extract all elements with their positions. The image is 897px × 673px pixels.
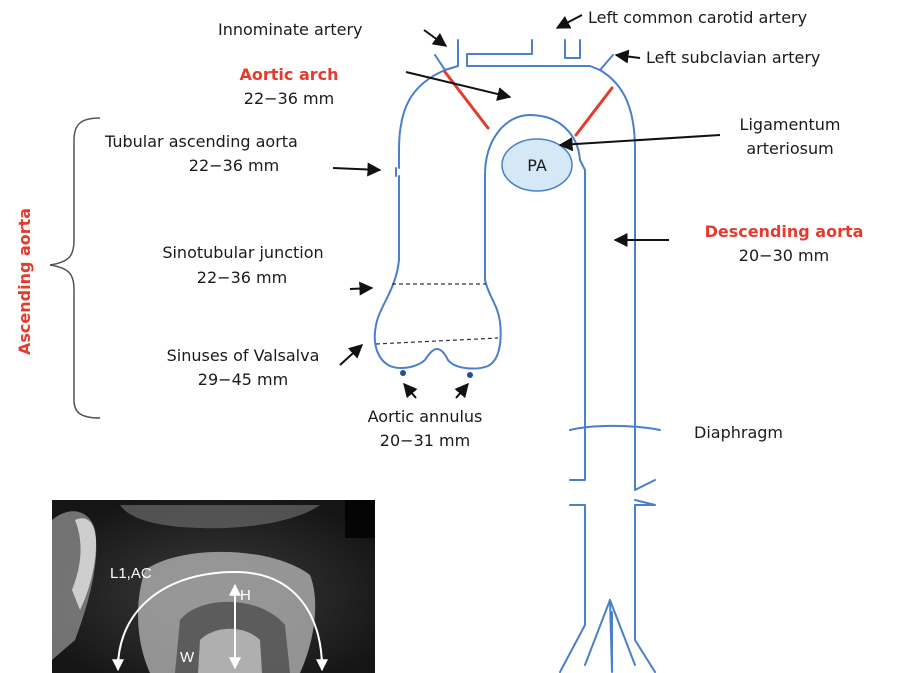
tubular-ascending-value: 22−36 mm bbox=[189, 156, 279, 175]
annulus-dot-left bbox=[400, 370, 406, 376]
ascending-aorta-label: Ascending aorta bbox=[15, 208, 34, 355]
descending-aorta-title: Descending aorta bbox=[705, 222, 864, 241]
left-subclavian-label: Left subclavian artery bbox=[646, 48, 820, 67]
diaphragm-line bbox=[570, 426, 660, 430]
arch-distal-boundary bbox=[576, 88, 612, 135]
aorta-outline bbox=[375, 40, 660, 672]
ct-inner-bright bbox=[198, 629, 262, 673]
ct-label-l1ac: L1,AC bbox=[110, 565, 152, 582]
valsalva-dashed-line bbox=[376, 338, 498, 344]
ct-label-w: W bbox=[180, 649, 195, 666]
ascending-aorta-left-wall-lower bbox=[375, 175, 501, 368]
tubular-ascending-title: Tubular ascending aorta bbox=[104, 132, 298, 151]
descending-aorta-outer bbox=[600, 70, 655, 672]
arrow-innominate bbox=[424, 30, 446, 46]
arch-proximal-boundary bbox=[445, 72, 488, 128]
ascending-brace bbox=[50, 118, 100, 418]
arrow-tubular-ascending bbox=[333, 168, 380, 170]
left-common-carotid-label: Left common carotid artery bbox=[588, 8, 807, 27]
arrow-annulus-right bbox=[456, 384, 468, 398]
annulus-title: Aortic annulus bbox=[368, 407, 483, 426]
arch-branch-stubs bbox=[435, 55, 613, 70]
ct-inset: L1,AC H W bbox=[52, 500, 375, 673]
ascending-aorta-left-wall bbox=[399, 70, 445, 168]
descending-aorta-inner bbox=[560, 160, 612, 672]
ct-label-h: H bbox=[240, 587, 251, 604]
arrow-ligamentum bbox=[560, 135, 720, 145]
sinuses-value: 29−45 mm bbox=[198, 370, 288, 389]
descending-aorta-value: 20−30 mm bbox=[739, 246, 829, 265]
arrow-valsalva bbox=[340, 345, 362, 365]
arrow-left-subclavian bbox=[616, 55, 640, 58]
sinotubular-title: Sinotubular junction bbox=[162, 243, 323, 262]
sinuses-title: Sinuses of Valsalva bbox=[167, 346, 320, 365]
annulus-value: 20−31 mm bbox=[380, 431, 470, 450]
annulus-dot-right bbox=[467, 372, 473, 378]
aortic-arch-title: Aortic arch bbox=[239, 65, 338, 84]
arrow-annulus-left bbox=[404, 384, 416, 398]
sinotubular-value: 22−36 mm bbox=[197, 268, 287, 287]
pa-label: PA bbox=[527, 156, 547, 175]
ligamentum-label-line1: Ligamentum bbox=[740, 115, 841, 134]
ct-corner-dark bbox=[345, 500, 375, 538]
aortic-arch-value: 22−36 mm bbox=[244, 89, 334, 108]
arrow-sinotubular bbox=[350, 288, 372, 289]
innominate-label: Innominate artery bbox=[218, 20, 363, 39]
aortic-arch-top bbox=[445, 40, 600, 70]
diaphragm-label: Diaphragm bbox=[694, 423, 783, 442]
ligamentum-label-line2: arteriosum bbox=[746, 139, 833, 158]
arrow-left-common-carotid bbox=[557, 15, 582, 28]
